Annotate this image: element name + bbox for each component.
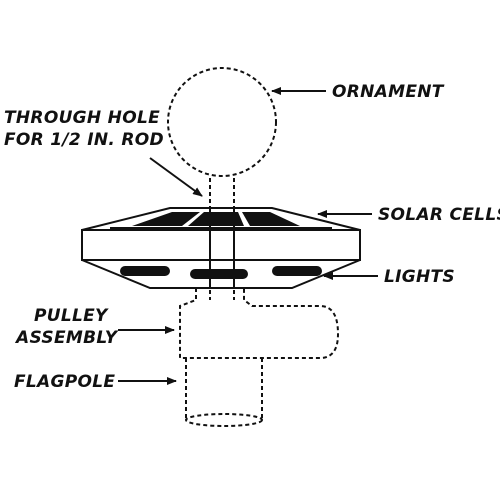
pulley-label-line1: PULLEY: [34, 306, 109, 326]
solar-cell-panel: [242, 212, 300, 226]
pulley-label-line2: ASSEMBLY: [14, 328, 119, 348]
pulley-assembly: [179, 288, 340, 359]
solar-cell-panel: [132, 212, 200, 226]
lights-label: LIGHTS: [384, 267, 455, 287]
housing-rim: [81, 229, 361, 261]
through-hole-label-line2: FOR 1/2 IN. ROD: [4, 130, 164, 150]
light-slot: [272, 266, 322, 276]
ornament-sphere: [167, 67, 277, 177]
light-slot: [190, 269, 248, 279]
light-slot: [120, 266, 170, 276]
solar-cell-panel: [188, 212, 244, 226]
flagpole-shaft: [185, 358, 263, 418]
flagpole-label: FLAGPOLE: [14, 372, 115, 392]
solar-light-housing: [81, 207, 361, 289]
solar-cells-label: SOLAR CELLS: [378, 205, 500, 225]
flagpole-end: [185, 413, 263, 427]
through-hole-arrow: [149, 157, 203, 197]
through-hole-label-line1: THROUGH HOLE: [4, 108, 160, 128]
ornament-label: ORNAMENT: [332, 82, 445, 102]
